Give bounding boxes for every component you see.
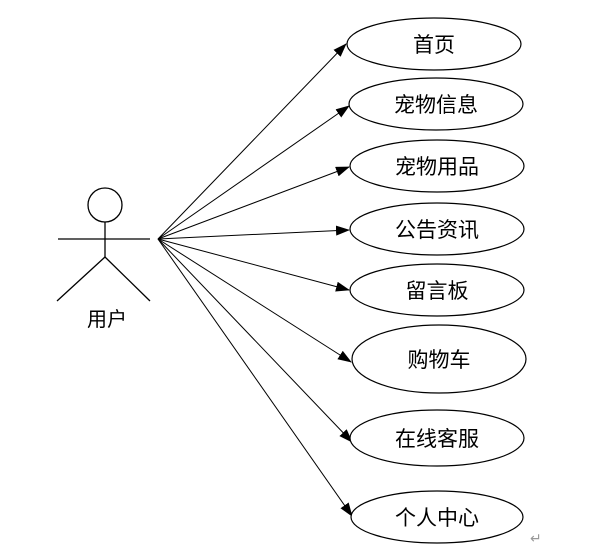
actor-left-leg [56, 256, 106, 302]
use-case: 个人中心 [350, 490, 524, 544]
use-case: 留言板 [349, 263, 525, 317]
use-case-label: 在线客服 [395, 427, 479, 451]
use-case: 首页 [346, 17, 522, 71]
actor-label: 用户 [87, 307, 127, 331]
use-case-label: 留言板 [406, 279, 469, 303]
actor-head [87, 187, 123, 223]
actor: 用户 [56, 187, 151, 331]
use-case: 在线客服 [349, 409, 525, 467]
use-case-label: 宠物用品 [395, 155, 479, 179]
use-case: 宠物用品 [349, 139, 525, 193]
use-case-ellipse [350, 490, 524, 544]
use-case-ellipse [349, 139, 525, 193]
use-case-label: 购物车 [408, 348, 471, 372]
association-arrow [157, 238, 352, 363]
use-case: 购物车 [351, 324, 527, 394]
association-arrow [157, 105, 350, 240]
use-case-ellipse [349, 263, 525, 317]
association-arrow [157, 238, 353, 517]
paragraph-mark-icon: ↵ [530, 531, 542, 547]
use-case-ellipse [351, 324, 527, 394]
use-case-label: 公告资讯 [395, 218, 479, 242]
association-arrow [157, 238, 353, 443]
use-case-ellipse [349, 202, 525, 256]
use-case-label: 首页 [413, 33, 455, 57]
use-case-ellipse [348, 77, 524, 131]
use-case: 宠物信息 [348, 77, 524, 131]
use-cases: 首页 宠物信息 宠物用品 公告资讯 留言板 购物车 在线客服 个人中心 [346, 17, 527, 544]
association-arrow [157, 43, 347, 240]
use-case-ellipse [346, 17, 522, 71]
association-arrow [157, 238, 350, 292]
associations [157, 43, 353, 517]
use-case-label: 个人中心 [395, 506, 479, 530]
association-arrow [157, 166, 350, 240]
use-case-ellipse [349, 409, 525, 467]
use-case-label: 宠物信息 [394, 93, 478, 117]
association-arrow [157, 225, 350, 240]
actor-right-leg [104, 256, 151, 302]
use-case: 公告资讯 [349, 202, 525, 256]
